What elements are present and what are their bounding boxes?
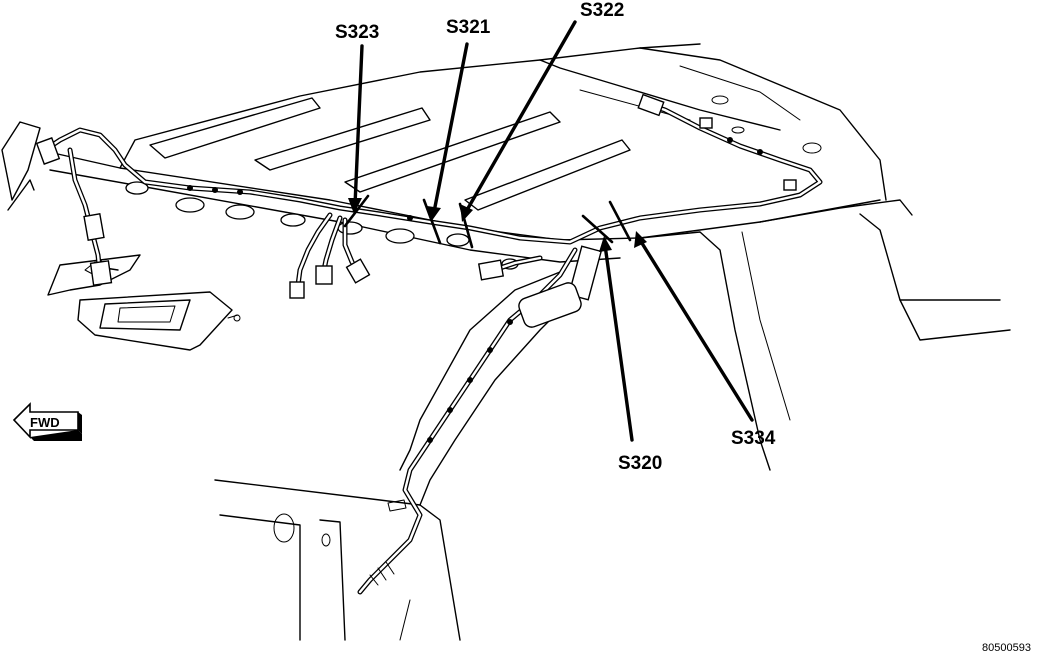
- sun-visor: [47, 249, 241, 351]
- forward-arrow-icon: FWD: [12, 402, 82, 441]
- splice-s334-leader: [608, 200, 754, 422]
- splice-label-s334: S334: [731, 428, 776, 449]
- splice-label-s323: S323: [335, 22, 379, 43]
- splice-s322-leader: [458, 20, 577, 249]
- splice-label-s322: S322: [580, 0, 624, 21]
- splice-s321-leader: [422, 42, 469, 245]
- figure-number: 80500593: [982, 642, 1031, 654]
- splice-s320-leader: [581, 214, 634, 442]
- wiring-harness: [35, 93, 823, 595]
- roof-panel: [1, 43, 1011, 641]
- splice-s323-leader: [343, 44, 370, 228]
- splice-label-s320: S320: [618, 453, 662, 474]
- forward-label: FWD: [30, 415, 60, 430]
- splice-label-s321: S321: [446, 17, 491, 38]
